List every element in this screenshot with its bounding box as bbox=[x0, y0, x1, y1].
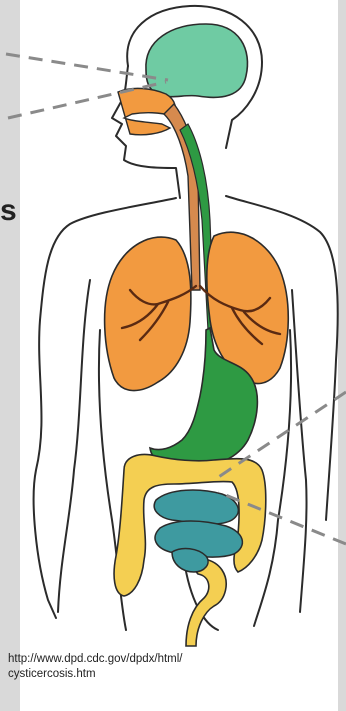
brain-shape bbox=[146, 24, 248, 97]
leader-line-brain-upper bbox=[6, 54, 168, 80]
small-intestine-shape bbox=[154, 490, 242, 572]
source-caption: http://www.dpd.cdc.gov/dpdx/html/ cystic… bbox=[8, 652, 338, 682]
clipped-label: s bbox=[0, 196, 17, 226]
